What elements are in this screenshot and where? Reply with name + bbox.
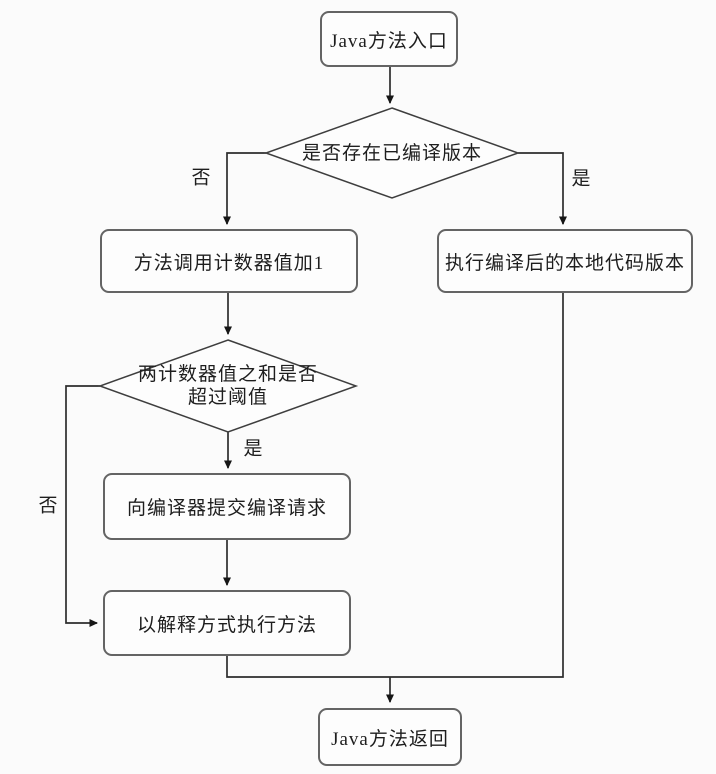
edge-decision-compiled-no-to-increment	[223, 152, 266, 225]
branch-label-threshold-yes: 是	[243, 438, 263, 460]
node-java-method-entry-label: Java方法入口	[330, 30, 448, 52]
decision-threshold-text-line1: 两计数器值之和是否	[137, 364, 318, 385]
node-increment-invocation-counter-label: 方法调用计数器值加1	[133, 252, 325, 274]
decision-threshold-label: 两计数器值之和是否 超过阈值	[104, 362, 352, 410]
branch-label-compiled-no: 否	[191, 167, 211, 189]
node-execute-native-code: 执行编译后的本地代码版本	[437, 229, 693, 293]
decision-compiled-exists-shape	[263, 107, 521, 199]
edge-decision-compiled-yes-to-native	[518, 152, 567, 225]
branch-label-threshold-no: 否	[38, 495, 58, 517]
decision-compiled-exists-label: 是否存在已编译版本	[272, 139, 512, 167]
node-submit-compile-request-label: 向编译器提交编译请求	[126, 498, 327, 519]
node-java-method-return: Java方法返回	[318, 708, 462, 766]
node-java-method-return-label: Java方法返回	[331, 728, 449, 750]
edge-decision-threshold-no-loop-to-interpret	[65, 385, 100, 627]
node-submit-compile-request: 向编译器提交编译请求	[103, 473, 351, 540]
node-execute-native-code-label: 执行编译后的本地代码版本	[444, 252, 685, 274]
node-interpret-execute: 以解释方式执行方法	[103, 590, 351, 656]
branch-label-compiled-yes: 是	[571, 168, 591, 190]
node-interpret-execute-label: 以解释方式执行方法	[136, 614, 317, 636]
node-increment-invocation-counter: 方法调用计数器值加1	[100, 229, 358, 293]
decision-threshold-shape	[97, 339, 359, 433]
node-java-method-entry: Java方法入口	[320, 11, 458, 67]
decision-compiled-exists-text: 是否存在已编译版本	[301, 142, 482, 164]
decision-threshold-text-line2: 超过阈值	[187, 387, 268, 408]
edge-merge-connector	[226, 293, 564, 678]
